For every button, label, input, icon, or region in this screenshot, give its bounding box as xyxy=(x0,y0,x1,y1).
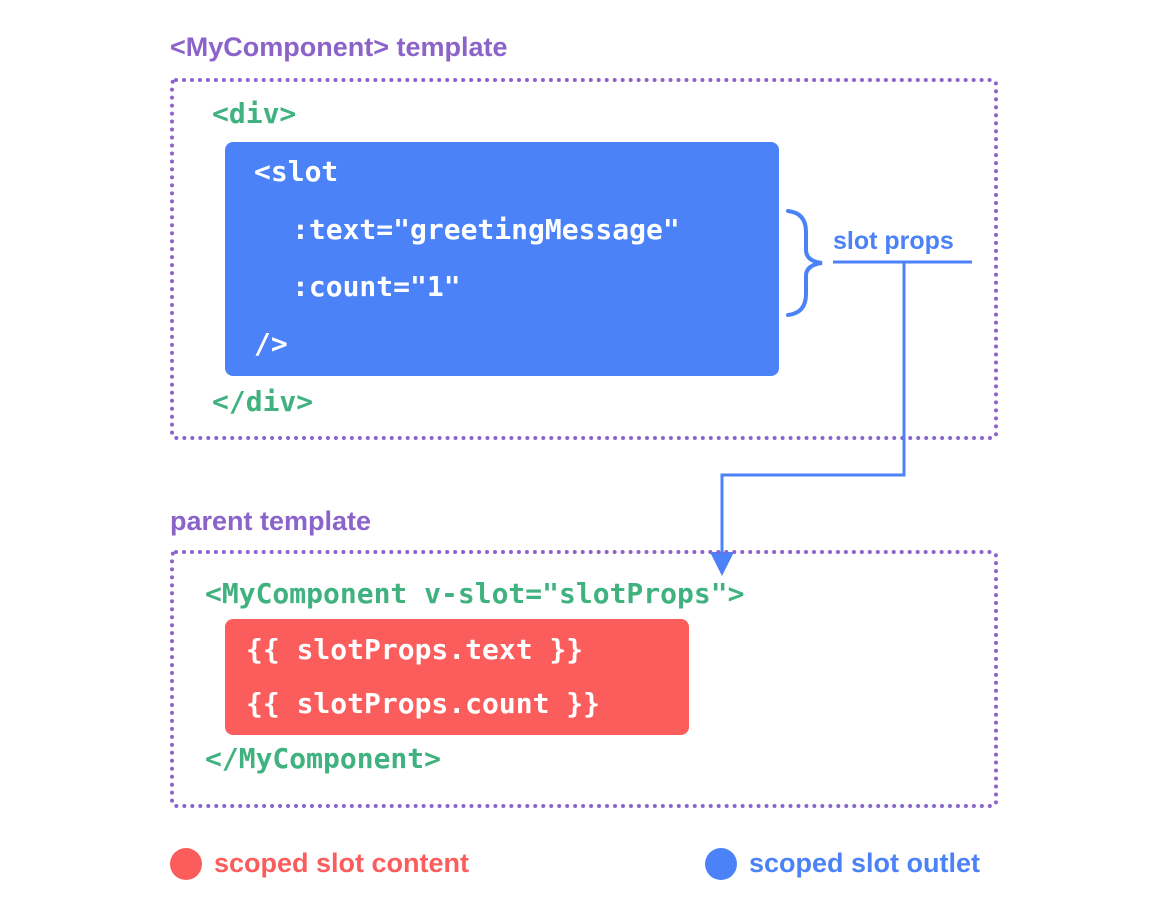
mycomponent-close-tag: </MyComponent> xyxy=(205,742,442,775)
mycomponent-open-tag: <MyComponent v-slot="slotProps"> xyxy=(205,577,745,610)
div-close-tag: </div> xyxy=(212,385,314,418)
curly-brace xyxy=(786,209,823,317)
component-template-frame xyxy=(170,78,998,440)
parent-template-frame xyxy=(170,550,998,808)
div-open-tag: <div> xyxy=(212,97,297,130)
arrow-head xyxy=(710,552,734,576)
arrow-path xyxy=(720,262,906,556)
content-legend-label: scoped slot content xyxy=(214,848,470,878)
outlet-legend-dot xyxy=(705,848,737,880)
parent-template-title: parent template xyxy=(170,506,372,536)
content-legend-dot xyxy=(170,848,202,880)
content-line-count: {{ slotProps.count }} xyxy=(246,687,601,720)
content-line-text: {{ slotProps.text }} xyxy=(246,633,584,666)
slot-line-close: /> xyxy=(254,327,288,360)
slot-props-label: slot props xyxy=(833,227,954,255)
slot-content-box xyxy=(225,619,689,735)
slot-line-count-prop: :count="1" xyxy=(292,270,461,303)
slot-outlet-box xyxy=(225,142,779,376)
component-template-title: <MyComponent> template xyxy=(170,32,508,62)
outlet-legend-label: scoped slot outlet xyxy=(749,848,981,878)
slot-line-open: <slot xyxy=(254,155,339,188)
slot-line-text-prop: :text="greetingMessage" xyxy=(292,213,680,246)
